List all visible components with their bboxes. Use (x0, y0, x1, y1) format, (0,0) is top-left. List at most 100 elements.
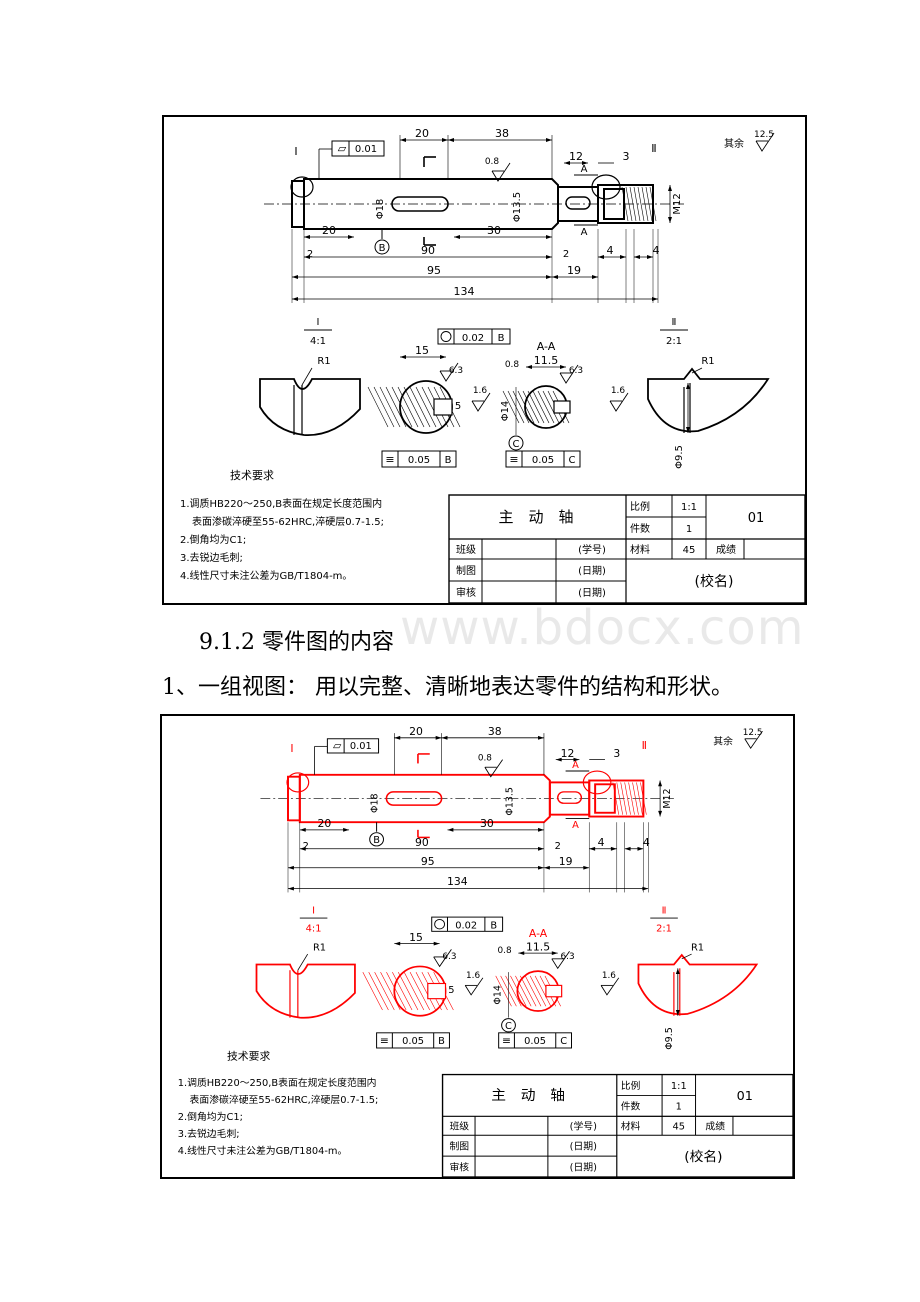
symmetry-value: 0.05 (402, 1036, 424, 1047)
dim-95: 95 (427, 264, 441, 277)
grade-label: 成绩 (716, 543, 736, 556)
arrowhead (394, 941, 401, 946)
section-hatch (368, 971, 389, 1011)
arrowhead (589, 846, 596, 851)
section-aa-keyway (553, 400, 571, 414)
drawn-label: 制图 (456, 564, 476, 577)
arrowhead (448, 138, 454, 142)
arrowhead (292, 275, 298, 279)
arrowhead (538, 865, 544, 870)
section-hatch (502, 390, 520, 424)
arrowhead (526, 365, 532, 369)
detail-i-label: I (294, 145, 297, 158)
arrowhead (592, 275, 598, 279)
qty-value: 1 (686, 524, 692, 535)
thread-hatch (637, 186, 645, 222)
thread-hatch (636, 782, 643, 815)
arrowhead (610, 846, 617, 851)
coaxiality-frame (431, 916, 504, 932)
datum-b: B (379, 243, 386, 254)
section-hatch (379, 386, 401, 428)
arrowhead (668, 217, 672, 223)
coaxiality-icon (434, 919, 445, 930)
date-1: (日期) (578, 565, 606, 577)
section-hatch (505, 975, 522, 1007)
detail-ii-scale: 2:1 (666, 336, 682, 347)
detail-i-r1: R1 (317, 356, 330, 367)
dim-95: 95 (421, 855, 435, 868)
dim-12: 12 (569, 150, 583, 163)
checked-label: 审核 (456, 586, 476, 599)
detail-ii-r1: R1 (701, 356, 714, 367)
section-b-keyway (433, 398, 453, 416)
material-value: 45 (683, 545, 696, 556)
material-label: 材料 (630, 543, 650, 556)
scale-value: 1:1 (671, 1081, 687, 1092)
arrowhead (546, 138, 552, 142)
symmetry-value: 0.05 (408, 455, 430, 466)
roughness-symbol (491, 162, 511, 182)
part-name: 主 动 轴 (498, 508, 573, 526)
scale-label: 比例 (621, 1080, 641, 1092)
dim-20: 20 (409, 725, 423, 738)
section-label-a: A (572, 820, 579, 831)
dim-19: 19 (559, 855, 573, 868)
dim-phi9-5: Φ9.5 (664, 1027, 675, 1050)
arrowhead (304, 255, 310, 259)
roughness-symbol (464, 977, 484, 996)
roughness-6-3: 6.3 (569, 366, 583, 376)
datum-b: B (373, 835, 380, 846)
dim-12: 12 (561, 747, 575, 760)
dim-134: 134 (447, 875, 468, 888)
symmetry-icon: ≡ (509, 453, 518, 466)
arrowhead (598, 255, 604, 259)
detail-ii-r1: R1 (691, 942, 704, 953)
arrowhead (647, 255, 653, 259)
roughness-symbol (471, 392, 491, 412)
dim-phi13-5: Φ13.5 (512, 192, 523, 222)
date-2: (日期) (570, 1163, 597, 1174)
dim-134: 134 (454, 285, 475, 298)
symmetry-frame-1 (381, 450, 457, 468)
detail-ii-title: Ⅱ (672, 317, 677, 328)
roughness-1-6: 1.6 (473, 386, 488, 396)
arrowhead (343, 827, 350, 832)
thread-hatch (649, 186, 657, 222)
material-label: 材料 (621, 1121, 641, 1133)
roughness-0-8: 0.8 (478, 754, 492, 764)
thread-hatch (640, 782, 647, 815)
line (297, 953, 309, 971)
section-hatch (409, 386, 431, 428)
keyway-slot (385, 791, 443, 806)
drawing-number: 01 (748, 511, 765, 526)
symmetry-ref: B (445, 455, 452, 466)
roughness-other-label: 其余 (724, 137, 744, 150)
section-hatch (362, 971, 383, 1011)
section-hatch (373, 386, 395, 428)
dim-phi14: Φ14 (500, 401, 511, 422)
arrowhead (433, 941, 440, 946)
dim-2: 2 (307, 249, 313, 260)
roughness-other-symbol (755, 132, 775, 152)
symmetry-ref: C (560, 1036, 567, 1047)
detail-i-title: I (312, 905, 315, 916)
arrowhead (555, 757, 562, 762)
arrowhead (634, 255, 640, 259)
thread-hatch (641, 186, 649, 222)
roughness-6-3: 6.3 (442, 952, 456, 962)
arrowhead (668, 185, 672, 191)
roughness-symbol (559, 364, 579, 384)
dim-4: 4 (643, 836, 650, 849)
arrowhead (560, 365, 566, 369)
arrowhead (564, 161, 570, 165)
arrowhead (546, 255, 552, 259)
detail-i-circle (290, 176, 314, 198)
arrowhead (658, 780, 663, 787)
drawn-label: 制图 (449, 1141, 469, 1153)
roughness-symbol (609, 392, 629, 412)
datum-c: C (513, 439, 520, 450)
tech-req-title: 技术要求 (227, 1050, 271, 1063)
arrowhead (637, 846, 644, 851)
